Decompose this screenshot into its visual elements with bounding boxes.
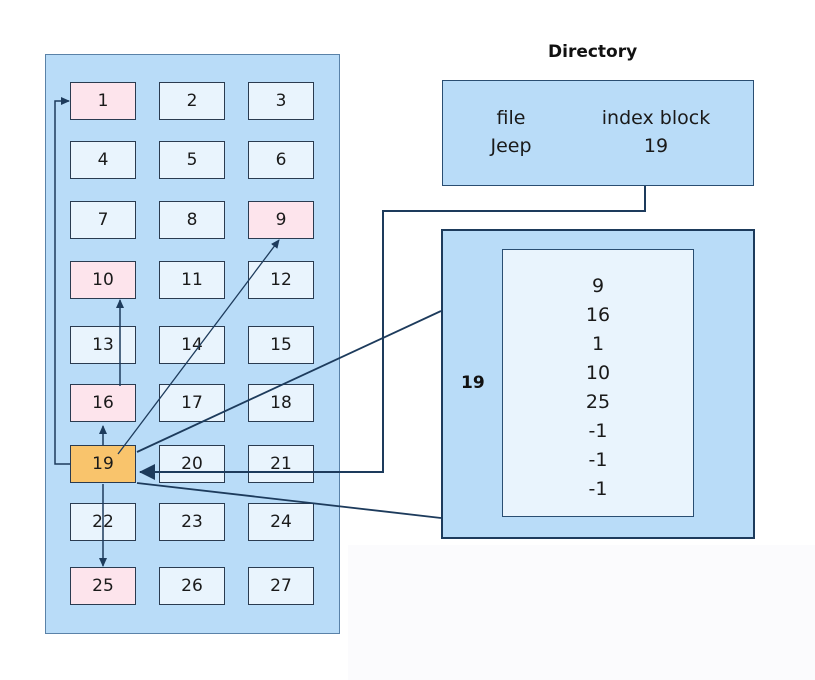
index-entries-list: 9 16 1 10 25 -1 -1 -1 <box>503 272 693 504</box>
disk-block-11: 11 <box>159 261 225 299</box>
directory-title: Directory <box>548 42 638 62</box>
index-entry: 25 <box>585 391 611 413</box>
disk-block-4: 4 <box>70 141 136 179</box>
disk-block-8: 8 <box>159 201 225 239</box>
index-entry: -1 <box>588 478 608 500</box>
disk-block-14: 14 <box>159 326 225 364</box>
disk-block-1: 1 <box>70 82 136 120</box>
index-block-entries-box: 9 16 1 10 25 -1 -1 -1 <box>502 249 694 517</box>
arrow-19-to-9 <box>117 239 280 455</box>
file-header: file <box>496 107 526 129</box>
disk-block-25: 25 <box>70 567 136 605</box>
directory-table: file Jeep index block 19 <box>442 80 754 186</box>
expansion-line-top <box>136 310 442 453</box>
disk-block-15: 15 <box>248 326 314 364</box>
index-entry: 1 <box>591 333 605 355</box>
index-block-panel: 19 9 16 1 10 25 -1 -1 -1 <box>441 229 755 539</box>
index-block-label: 19 <box>461 373 485 393</box>
index-entry: -1 <box>588 420 608 442</box>
disk-block-10: 10 <box>70 261 136 299</box>
disk-block-2: 2 <box>159 82 225 120</box>
file-name: Jeep <box>490 135 532 157</box>
index-block-header: index block <box>601 107 711 129</box>
disk-block-16: 16 <box>70 384 136 422</box>
disk-block-5: 5 <box>159 141 225 179</box>
disk-block-24: 24 <box>248 503 314 541</box>
disk-block-26: 26 <box>159 567 225 605</box>
directory-index-column: index block 19 <box>593 104 719 160</box>
expansion-line-bottom <box>136 482 442 519</box>
index-entry: -1 <box>588 449 608 471</box>
directory-pointer-arrow <box>139 186 646 480</box>
disk-block-23: 23 <box>159 503 225 541</box>
index-block-value: 19 <box>643 135 669 157</box>
directory-file-column: file Jeep <box>483 104 539 160</box>
disk-block-13: 13 <box>70 326 136 364</box>
background-shade <box>348 545 815 680</box>
index-entry: 9 <box>591 275 605 297</box>
arrow-19-to-1 <box>54 97 71 465</box>
disk-block-9: 9 <box>248 201 314 239</box>
disk-block-6: 6 <box>248 141 314 179</box>
index-entry: 16 <box>585 304 611 326</box>
disk-block-20: 20 <box>159 445 225 483</box>
disk-block-19: 19 <box>70 445 136 483</box>
disk-block-7: 7 <box>70 201 136 239</box>
disk-block-3: 3 <box>248 82 314 120</box>
index-entry: 10 <box>585 362 611 384</box>
disk-block-27: 27 <box>248 567 314 605</box>
disk-block-21: 21 <box>248 445 314 483</box>
